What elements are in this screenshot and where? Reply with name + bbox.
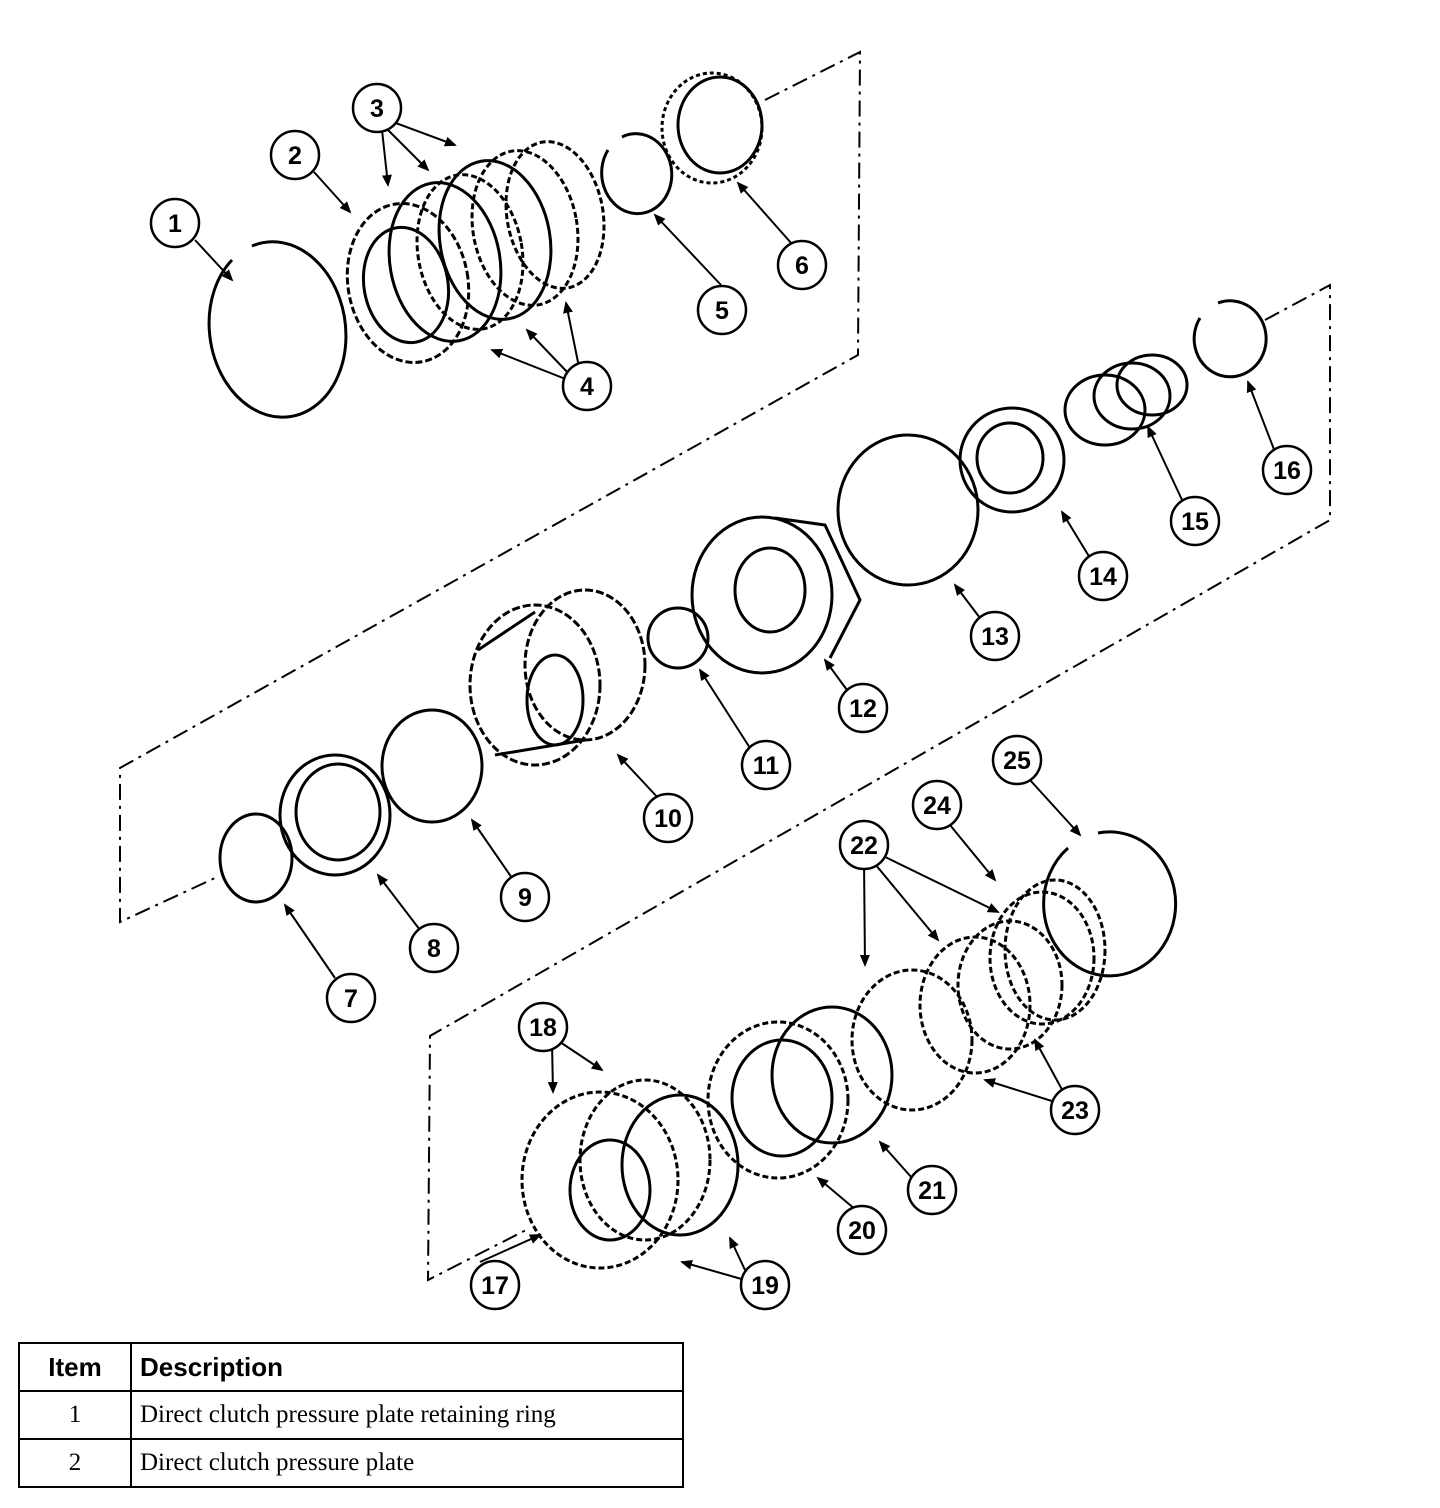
callout-label: 11 bbox=[753, 752, 780, 780]
callout-12: 12 bbox=[837, 682, 889, 734]
callout-label: 23 bbox=[1061, 1097, 1089, 1125]
part-seal-7 bbox=[218, 812, 294, 904]
part-plate-21 bbox=[770, 1005, 894, 1145]
callout-24: 24 bbox=[911, 779, 963, 831]
exploded-view-diagram: 1 2 3 4 5 6 7 8 9 10 11 12 13 14 15 16 1… bbox=[119, 50, 1331, 1311]
part-piston-12 bbox=[690, 515, 862, 675]
callout-21: 21 bbox=[906, 1164, 958, 1216]
callout-label: 22 bbox=[850, 832, 878, 860]
part-spring-retainer-14 bbox=[958, 406, 1066, 514]
callout-17: 17 bbox=[469, 1259, 521, 1311]
column-header-item: Item bbox=[18, 1342, 132, 1392]
callout-label: 6 bbox=[795, 252, 809, 280]
parts-table: Item Description 1 Direct clutch pressur… bbox=[18, 1342, 684, 1488]
part-snap-ring-16 bbox=[1192, 299, 1268, 379]
callout-13: 13 bbox=[969, 610, 1021, 662]
callout-8: 8 bbox=[408, 922, 460, 974]
callout-18: 18 bbox=[517, 1001, 569, 1053]
part-retaining-ring-25 bbox=[1042, 830, 1178, 978]
table-row: 1 Direct clutch pressure plate retaining… bbox=[18, 1390, 684, 1440]
callout-5: 5 bbox=[696, 284, 748, 336]
callout-3: 3 bbox=[351, 82, 403, 134]
leader-lines bbox=[194, 121, 1276, 1281]
callout-16: 16 bbox=[1261, 444, 1313, 496]
part-piston-8 bbox=[278, 753, 392, 877]
cell-item: 1 bbox=[18, 1390, 132, 1440]
column-header-description: Description bbox=[130, 1342, 684, 1392]
part-clutch-pack-17-19 bbox=[520, 1078, 740, 1270]
callout-7: 7 bbox=[325, 972, 377, 1024]
callout-11: 11 bbox=[740, 739, 792, 791]
callout-15: 15 bbox=[1169, 495, 1221, 547]
callout-6: 6 bbox=[776, 239, 828, 291]
cell-description: Direct clutch pressure plate bbox=[130, 1438, 684, 1488]
callout-label: 8 bbox=[427, 935, 441, 963]
callout-20: 20 bbox=[836, 1204, 888, 1256]
group-boundaries bbox=[119, 50, 1331, 1282]
callout-label: 2 bbox=[288, 142, 302, 170]
part-seal-11 bbox=[646, 606, 710, 670]
callout-2: 2 bbox=[269, 129, 321, 181]
cell-description: Direct clutch pressure plate retaining r… bbox=[130, 1390, 684, 1440]
part-bearing-6 bbox=[660, 71, 764, 185]
part-pressure-plate-2 bbox=[345, 202, 471, 364]
callout-label: 15 bbox=[1181, 508, 1209, 536]
callout-label: 12 bbox=[849, 695, 877, 723]
callout-label: 20 bbox=[848, 1217, 876, 1245]
callout-label: 19 bbox=[751, 1272, 779, 1300]
callout-1: 1 bbox=[149, 197, 201, 249]
part-seal-13 bbox=[836, 433, 980, 587]
table-row: 2 Direct clutch pressure plate bbox=[18, 1438, 684, 1488]
callout-23: 23 bbox=[1049, 1084, 1101, 1136]
callout-25: 25 bbox=[991, 734, 1043, 786]
part-snap-ring-5 bbox=[600, 132, 674, 216]
table-header-row: Item Description bbox=[18, 1342, 684, 1392]
callout-label: 14 bbox=[1089, 563, 1117, 591]
callout-label: 3 bbox=[370, 95, 384, 123]
callout-label: 17 bbox=[481, 1272, 509, 1300]
callouts: 1 2 3 4 5 6 7 8 9 10 11 12 13 14 15 16 1… bbox=[149, 82, 1313, 1311]
callout-22: 22 bbox=[838, 819, 890, 871]
part-pressure-plate-24 bbox=[1003, 878, 1107, 1022]
callout-label: 10 bbox=[654, 805, 682, 833]
callout-label: 7 bbox=[344, 985, 358, 1013]
callout-label: 24 bbox=[923, 792, 951, 820]
callout-label: 5 bbox=[715, 297, 729, 325]
part-clutch-plates-3 bbox=[387, 159, 553, 343]
callout-14: 14 bbox=[1077, 550, 1129, 602]
part-clutch-drum-10 bbox=[468, 588, 647, 767]
callout-label: 13 bbox=[981, 623, 1009, 651]
callout-10: 10 bbox=[642, 792, 694, 844]
callout-label: 9 bbox=[518, 884, 532, 912]
part-friction-plates-4 bbox=[415, 140, 606, 331]
callout-4: 4 bbox=[561, 360, 613, 412]
callout-label: 4 bbox=[580, 373, 594, 401]
cell-item: 2 bbox=[18, 1438, 132, 1488]
callout-label: 18 bbox=[529, 1014, 557, 1042]
callout-label: 16 bbox=[1273, 457, 1301, 485]
part-spring-15 bbox=[1063, 353, 1189, 447]
callout-9: 9 bbox=[499, 871, 551, 923]
callout-label: 21 bbox=[918, 1177, 946, 1205]
callout-label: 1 bbox=[168, 210, 182, 238]
part-plates-22-23 bbox=[850, 890, 1096, 1112]
callout-19: 19 bbox=[739, 1259, 791, 1311]
part-retaining-ring-1 bbox=[207, 240, 348, 419]
part-seal-9 bbox=[380, 708, 484, 824]
callout-label: 25 bbox=[1003, 747, 1031, 775]
